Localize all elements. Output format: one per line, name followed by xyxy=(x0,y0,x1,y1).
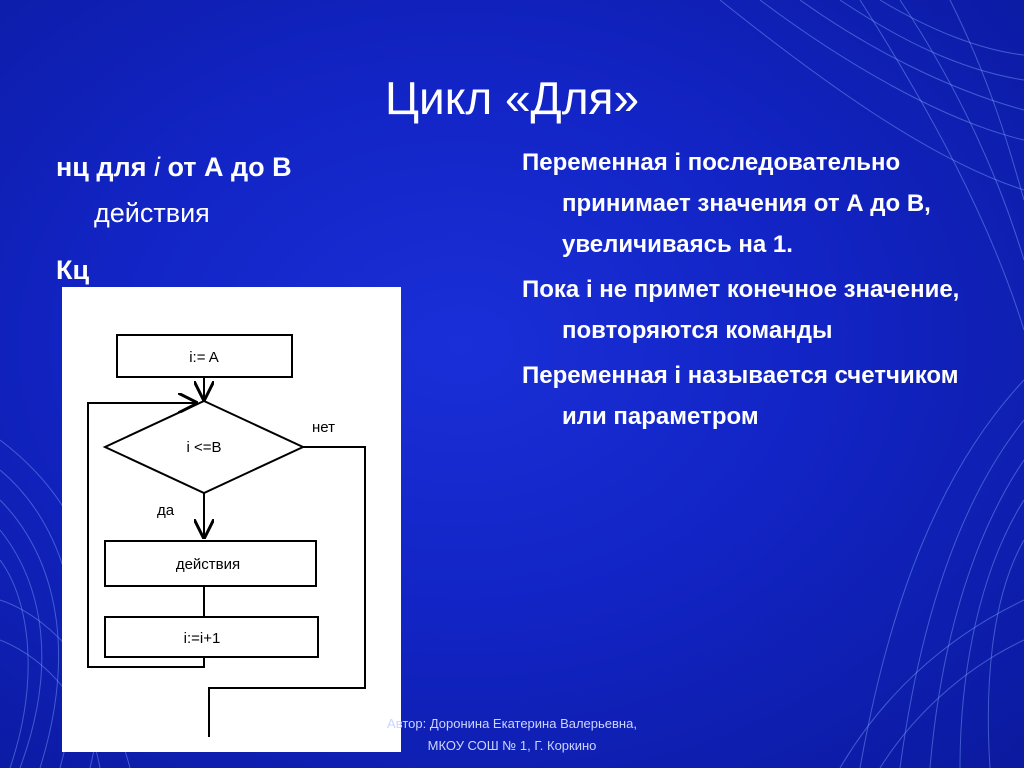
code-line-end: Кц xyxy=(56,255,90,285)
increment-box-label: i:=i+1 xyxy=(184,630,221,647)
flowchart: i:= A i <=B нет да действия i:=i+1 xyxy=(87,334,366,737)
description-paragraph: Переменная i называется счетчиком или па… xyxy=(522,362,959,430)
flowchart-panel: i:= A i <=B нет да действия i:=i+1 xyxy=(62,287,401,752)
code-range: от А до В xyxy=(159,152,292,182)
description-paragraph: Пока i не примет конечное значение, повт… xyxy=(522,276,960,344)
code-loop-variable: i xyxy=(153,152,160,182)
code-line-body: действия xyxy=(94,198,210,228)
description-list: Переменная i последовательно принимает з… xyxy=(522,142,962,441)
footer-school: МКОУ СОШ № 1, Г. Коркино xyxy=(427,738,597,753)
slide-title: Цикл «Для» xyxy=(384,72,640,124)
code-keyword-prefix: нц для xyxy=(56,152,154,182)
exit-no-line xyxy=(208,446,366,737)
loop-back-arrow xyxy=(87,403,205,668)
no-branch-label: нет xyxy=(312,419,335,436)
body-box xyxy=(104,540,317,587)
yes-branch-label: да xyxy=(157,502,175,519)
init-box-label: i:= A xyxy=(189,349,219,366)
condition-label: i <=B xyxy=(186,439,221,456)
body-box-label: действия xyxy=(176,556,240,573)
author-footer: Автор: Доронина Екатерина Валерьевна, МК… xyxy=(340,713,684,757)
description-paragraph: Переменная i последовательно принимает з… xyxy=(522,149,931,258)
code-line-header: нц для i от А до В xyxy=(56,150,292,184)
footer-author: Автор: Доронина Екатерина Валерьевна, xyxy=(387,716,637,731)
increment-box xyxy=(104,616,319,658)
